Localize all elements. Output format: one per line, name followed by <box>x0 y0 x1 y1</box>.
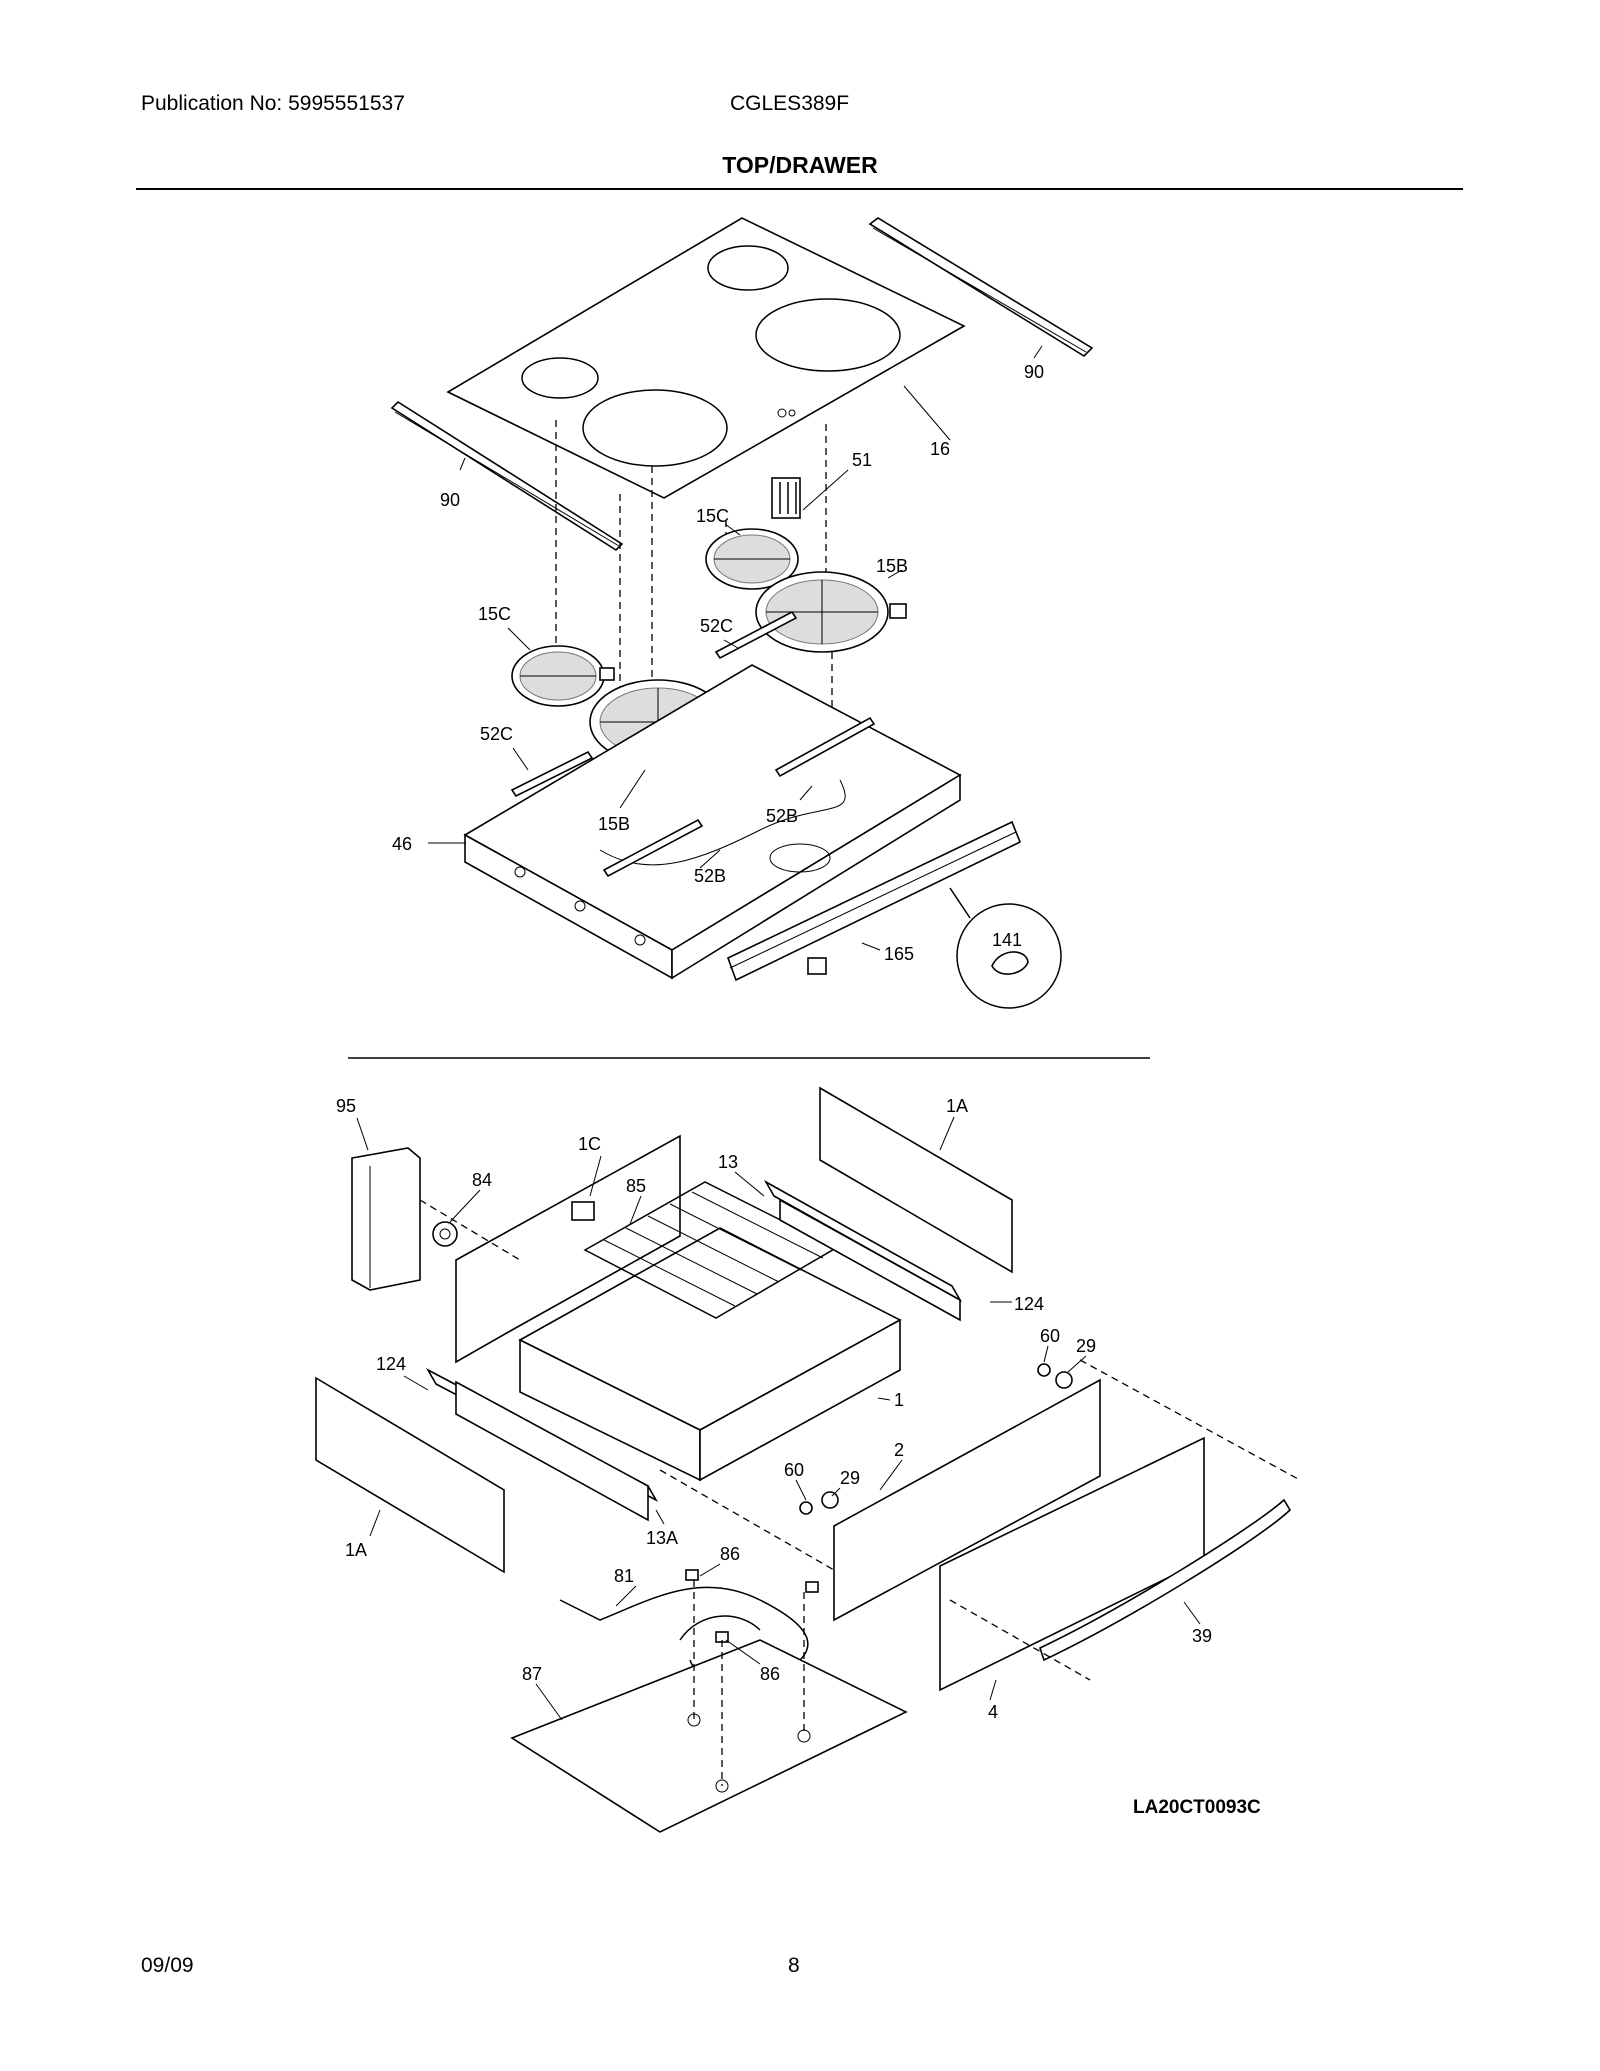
handle-39 <box>1039 1498 1292 1662</box>
callout-13a: 13A <box>646 1528 678 1548</box>
model-number: CGLES389F <box>730 92 850 115</box>
callout-15c: 15C <box>478 604 511 624</box>
drawer-front-2 <box>833 1378 1101 1622</box>
publication-number: Publication No: 5995551537 <box>141 92 405 115</box>
trim-strip-90-left <box>390 400 624 552</box>
trim-strip-90-right <box>868 217 1094 358</box>
slide-124-right <box>779 1198 961 1322</box>
drawer-1 <box>518 1227 902 1482</box>
footer-date: 09/09 <box>141 1954 194 1977</box>
callout-86: 86 <box>760 1664 780 1684</box>
callout-84: 84 <box>472 1170 492 1190</box>
burner-box-46 <box>463 664 962 980</box>
side-panel-1a-left <box>315 1376 505 1574</box>
callout-86: 86 <box>720 1544 740 1564</box>
control-bracket-165 <box>727 820 1022 982</box>
callout-87: 87 <box>522 1664 542 1684</box>
callout-95: 95 <box>336 1096 356 1116</box>
bottom-panel-87 <box>510 1639 908 1833</box>
callout-90: 90 <box>440 490 460 510</box>
callout-15b: 15B <box>876 556 908 576</box>
burner-element-15c-left <box>511 645 615 707</box>
callout-16: 16 <box>930 439 950 459</box>
callout-124: 124 <box>376 1354 406 1374</box>
burner-element-15b-right <box>755 571 907 653</box>
page-title: TOP/DRAWER <box>722 152 878 178</box>
callout-85: 85 <box>626 1176 646 1196</box>
callout-29: 29 <box>1076 1336 1096 1356</box>
fasteners-60-29 <box>799 1363 1073 1515</box>
callout-51: 51 <box>852 450 872 470</box>
clip-84 <box>432 1221 458 1247</box>
slide-13a <box>455 1380 649 1522</box>
callout-124: 124 <box>1014 1294 1044 1314</box>
callout-60: 60 <box>1040 1326 1060 1346</box>
callout-2: 2 <box>894 1440 904 1460</box>
callout-29: 29 <box>840 1468 860 1488</box>
callout-13: 13 <box>718 1152 738 1172</box>
figure-code: LA20CT0093C <box>1133 1797 1261 1818</box>
leader-lines <box>356 345 1201 1721</box>
clips-86 <box>685 1569 819 1643</box>
connector-51 <box>771 477 801 519</box>
header-divider <box>136 188 1463 190</box>
callout-1a: 1A <box>345 1540 367 1560</box>
callout-52b: 52B <box>694 866 726 886</box>
rear-panel-1c <box>455 1134 681 1364</box>
callout-46: 46 <box>392 834 412 854</box>
burner-element-15c-right <box>705 528 799 590</box>
callout-1: 1 <box>894 1390 904 1410</box>
callout-165: 165 <box>884 944 914 964</box>
callout-15b: 15B <box>598 814 630 834</box>
callout-52b: 52B <box>766 806 798 826</box>
callout-90: 90 <box>1024 362 1044 382</box>
callout-52c: 52C <box>480 724 513 744</box>
callout-1c: 1C <box>578 1134 601 1154</box>
callout-1a: 1A <box>946 1096 968 1116</box>
callout-81: 81 <box>614 1566 634 1586</box>
cooktop-glass-16 <box>446 217 966 499</box>
bracket-95 <box>351 1147 421 1291</box>
side-panel-1a-right <box>819 1086 1013 1274</box>
callout-15c: 15C <box>696 506 729 526</box>
callout-4: 4 <box>988 1702 998 1722</box>
brackets-52 <box>510 610 876 878</box>
callout-39: 39 <box>1192 1626 1212 1646</box>
callout-52c: 52C <box>700 616 733 636</box>
detail-circle-141 <box>949 887 1062 1009</box>
callout-60: 60 <box>784 1460 804 1480</box>
callout-141: 141 <box>992 930 1022 950</box>
page-number: 8 <box>788 1954 800 1977</box>
